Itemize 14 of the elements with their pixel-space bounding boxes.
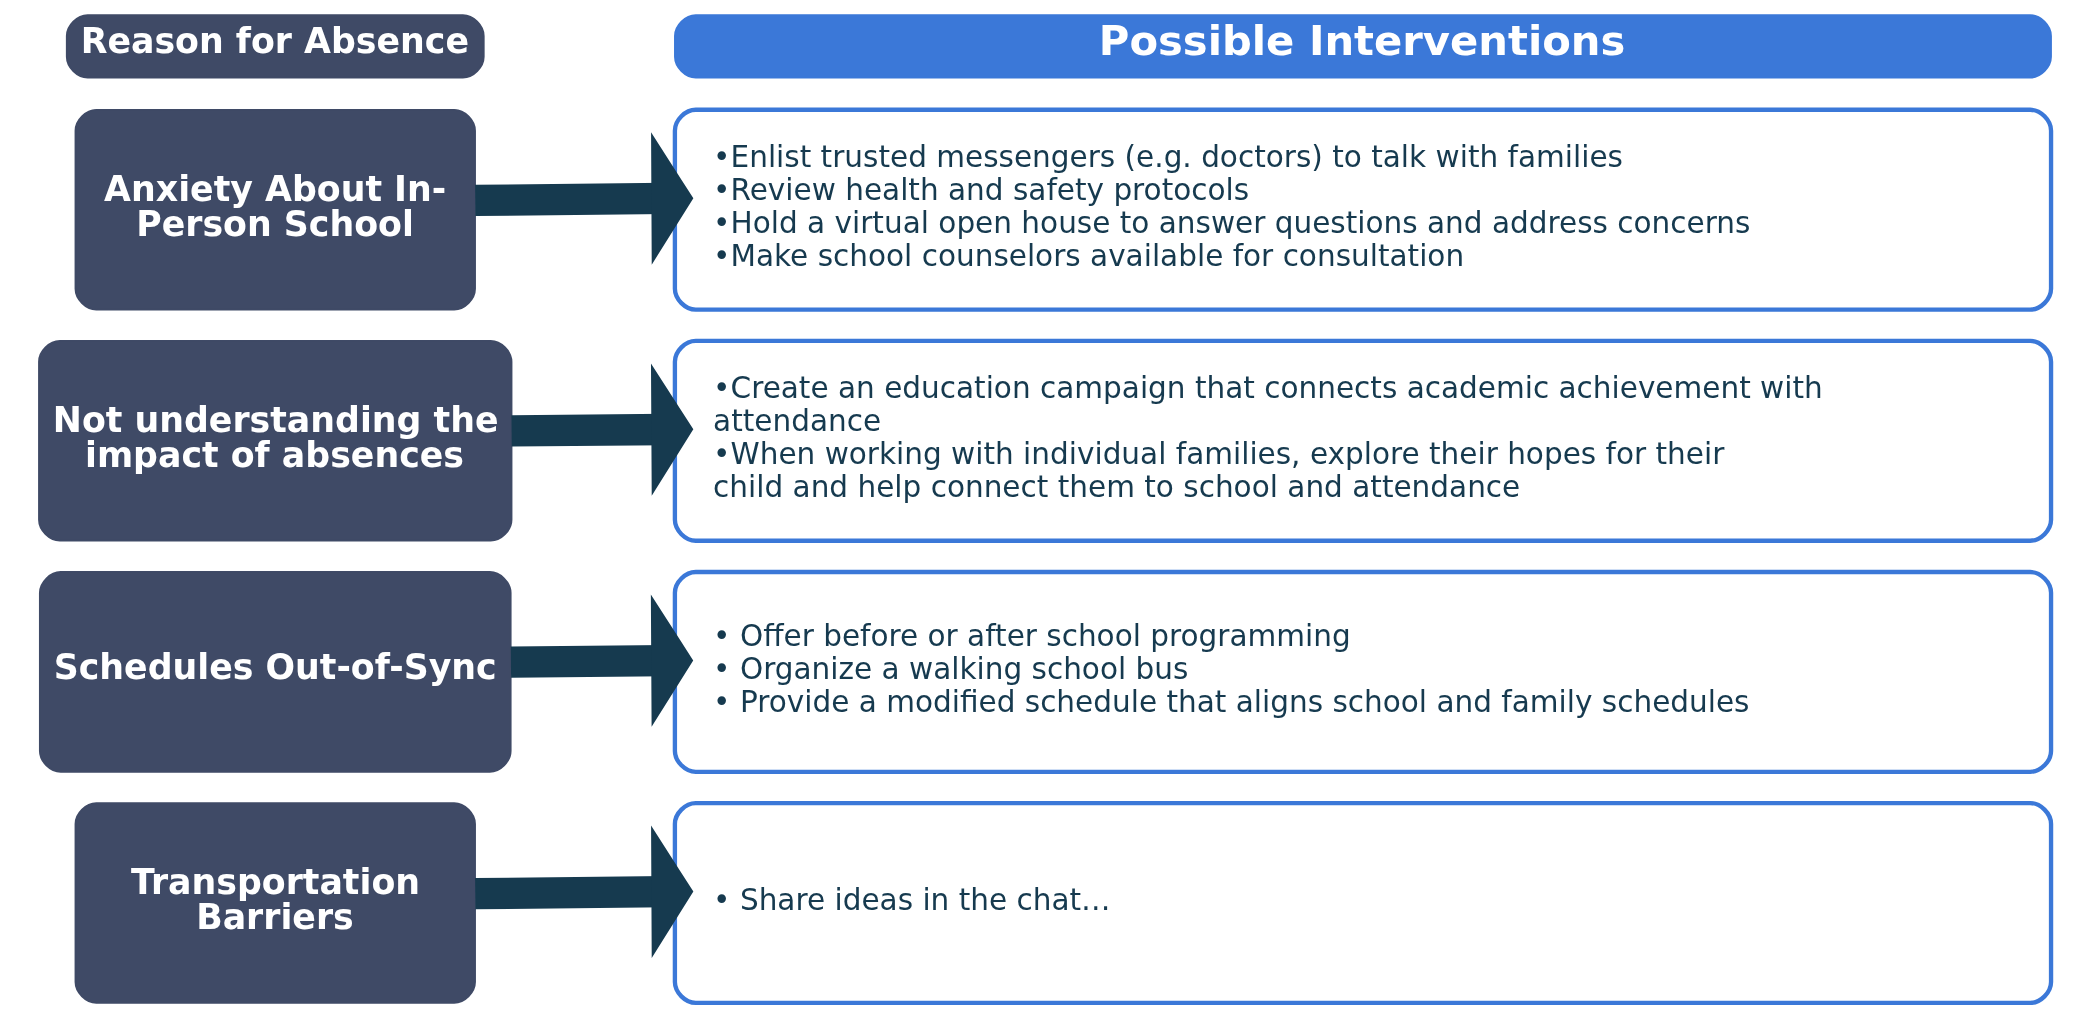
arrow bbox=[511, 363, 694, 496]
arrow bbox=[474, 132, 694, 265]
node-box: • Share ideas in the chat… bbox=[672, 800, 2054, 1006]
node-box: •Create an education campaign that connects academic achievement with attendance •When working with individual families, explore their hopes for their child and help connect them to school and attendance bbox=[672, 338, 2054, 543]
node-box: Not understanding the impact of absences bbox=[38, 340, 513, 542]
arrow bbox=[510, 594, 694, 727]
node-box: Reason for Absence bbox=[65, 14, 485, 79]
node-box: •Enlist trusted messengers (e.g. doctors) to talk with families •Review health and safety protocols •Hold a virtual open house to answer questions and address concerns •Make school counselors available for consultation bbox=[672, 107, 2054, 312]
node-box: Schedules Out-of-Sync bbox=[38, 571, 512, 773]
node-box: Possible Interventions bbox=[674, 14, 2052, 79]
arrow bbox=[474, 825, 694, 958]
node-box: • Offer before or after school programming • Organize a walking school bus • Provide a modified schedule that aligns school and family schedules bbox=[672, 569, 2054, 774]
node-box: Transportation Barriers bbox=[74, 802, 476, 1004]
node-box: Anxiety About In-Person School bbox=[74, 108, 476, 311]
